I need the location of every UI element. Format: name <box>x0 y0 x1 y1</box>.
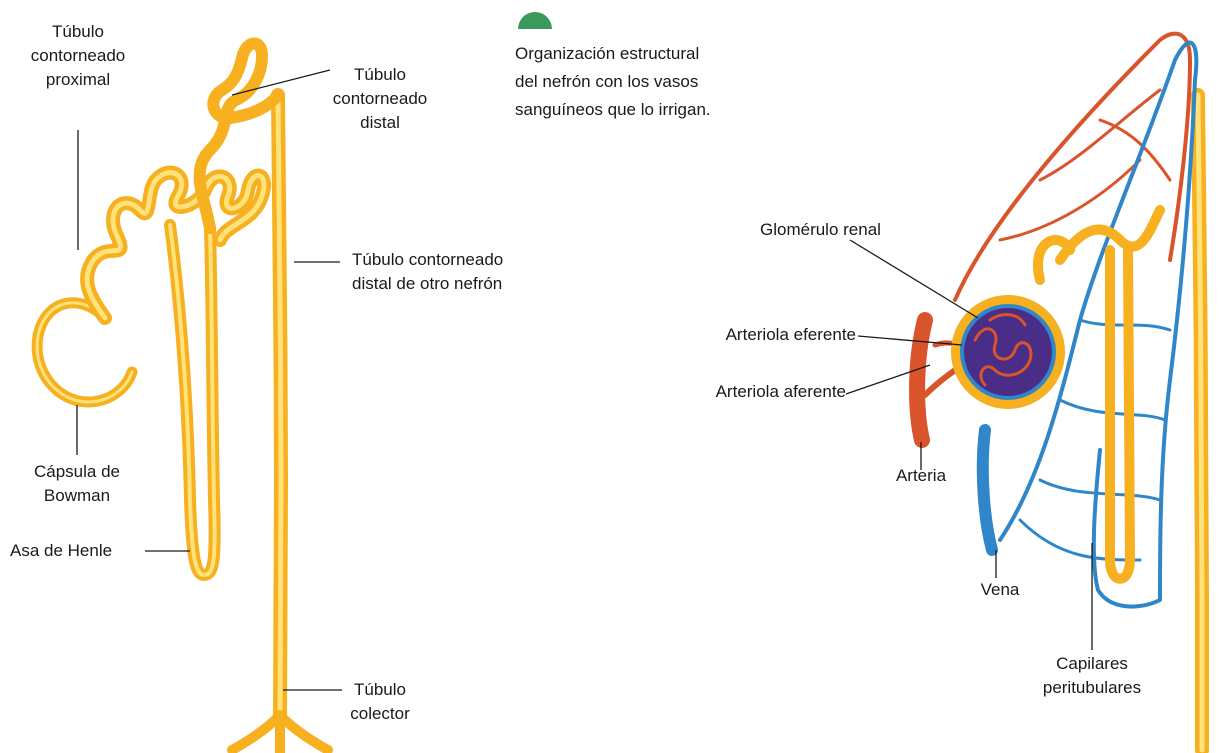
distal-tubule <box>193 37 268 234</box>
figure-caption: Organización estructural del nefrón con … <box>515 40 815 124</box>
label-bowman-capsule: Cápsula de Bowman <box>33 462 120 505</box>
section-marker-icon <box>518 12 552 29</box>
bowman-capsule-right <box>951 295 1065 409</box>
label-efferent-arteriole: Arteriola eferente <box>725 325 856 344</box>
left-nephron <box>31 37 333 753</box>
glomerulus-capillaries <box>973 313 1033 387</box>
vein <box>976 424 998 556</box>
label-afferent-arteriole: Arteriola aferente <box>715 382 846 401</box>
label-peritubular-capillaries: Capilares peritubulares <box>1042 654 1142 697</box>
artery <box>909 312 933 448</box>
caption-line: del nefrón con los vasos <box>515 72 699 91</box>
label-collecting-duct: Túbulo colector <box>350 680 410 723</box>
left-leader-lines <box>76 69 342 691</box>
right-leader-lines <box>845 239 1093 650</box>
label-proximal-tubule: Túbulo contorneado proximal <box>30 22 126 89</box>
caption-line: sanguíneos que lo irrigan. <box>515 100 711 119</box>
bowman-capsule <box>31 297 138 408</box>
label-loop-of-henle: Asa de Henle <box>10 541 113 560</box>
label-artery: Arteria <box>895 466 947 485</box>
caption-line: Organización estructural <box>515 44 700 63</box>
label-glomerulus: Glomérulo renal <box>760 220 881 239</box>
right-nephron <box>909 31 1210 753</box>
label-vein: Vena <box>980 580 1020 599</box>
label-distal-other-nephron: Túbulo contorneado distal de otro nefrón <box>352 250 504 293</box>
arterial-network <box>953 31 1192 302</box>
label-distal-tubule: Túbulo contorneado distal <box>332 65 428 132</box>
